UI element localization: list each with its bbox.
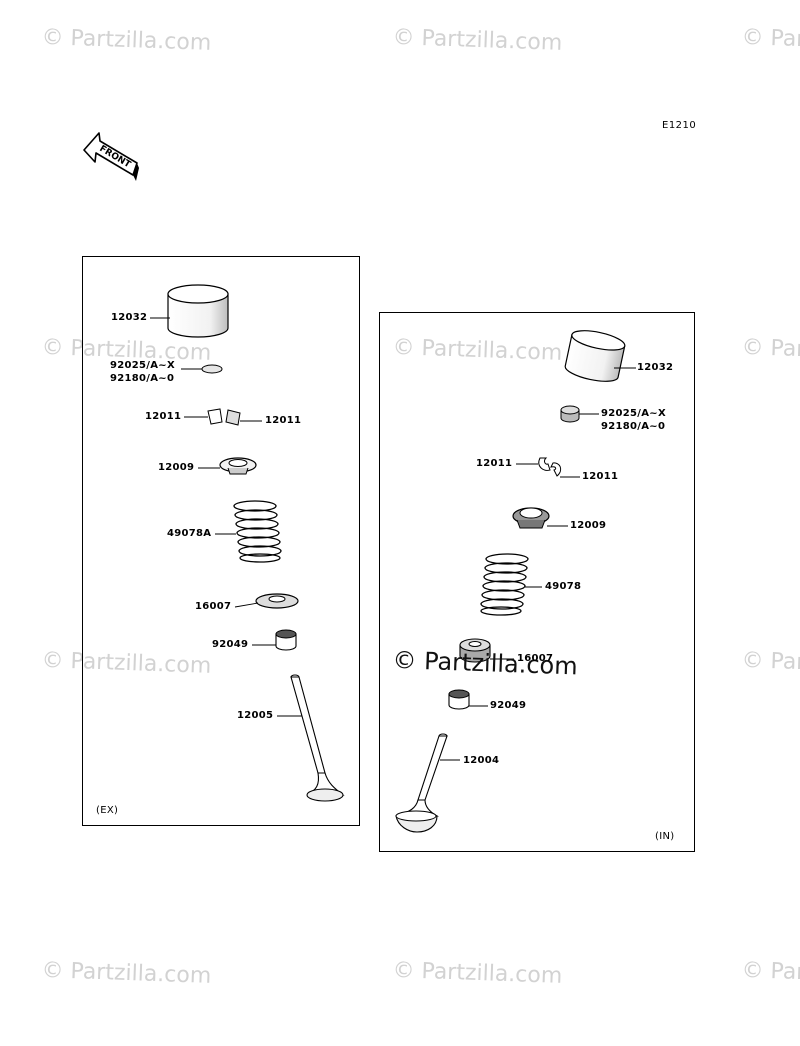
in-label-shim-b: 92180/A~0 [601, 421, 666, 432]
in-tappet [564, 330, 626, 382]
ex-tappet [150, 284, 229, 338]
ex-valve [277, 674, 345, 802]
in-valve [395, 733, 460, 833]
intake-panel [379, 312, 695, 852]
in-retainer [512, 507, 568, 529]
ex-label-retainer: 12009 [158, 462, 195, 473]
in-spring-seat [459, 638, 514, 663]
in-label-tappet: 12032 [637, 362, 674, 373]
front-arrow-icon: FRONT [83, 132, 139, 181]
in-label-retainer: 12009 [570, 520, 607, 531]
in-valve-seal [448, 689, 488, 710]
in-spring [480, 553, 542, 616]
ex-label-seat: 16007 [195, 601, 232, 612]
ex-label-seal: 92049 [212, 639, 249, 650]
exhaust-panel [82, 256, 360, 826]
in-label-seat: 16007 [517, 653, 554, 664]
in-shim [560, 405, 599, 423]
in-label-shim-a: 92025/A~X [601, 408, 666, 419]
ex-label-shim-b: 92180/A~0 [110, 373, 175, 384]
ex-cotters [184, 408, 262, 426]
in-label-seal: 92049 [490, 700, 527, 711]
ex-panel-caption: (EX) [96, 805, 119, 816]
ex-shim [181, 364, 223, 374]
in-cotters [516, 457, 580, 478]
ex-label-tappet: 12032 [111, 312, 148, 323]
ex-retainer [198, 457, 257, 475]
ex-label-shim-a: 92025/A~X [110, 360, 175, 371]
ex-label-valve: 12005 [237, 710, 274, 721]
ex-spring-seat [234, 593, 299, 609]
in-panel-caption: (IN) [655, 831, 675, 842]
ex-label-cotter-right: 12011 [265, 415, 302, 426]
in-label-cotter-left: 12011 [476, 458, 513, 469]
in-label-cotter-right: 12011 [582, 471, 619, 482]
in-label-valve: 12004 [463, 755, 500, 766]
ex-label-cotter-left: 12011 [145, 411, 182, 422]
ex-label-spring: 49078A [167, 528, 212, 539]
ex-spring [215, 500, 282, 563]
diagram-code: E1210 [662, 120, 697, 131]
ex-valve-seal [252, 629, 297, 651]
in-label-spring: 49078 [545, 581, 582, 592]
